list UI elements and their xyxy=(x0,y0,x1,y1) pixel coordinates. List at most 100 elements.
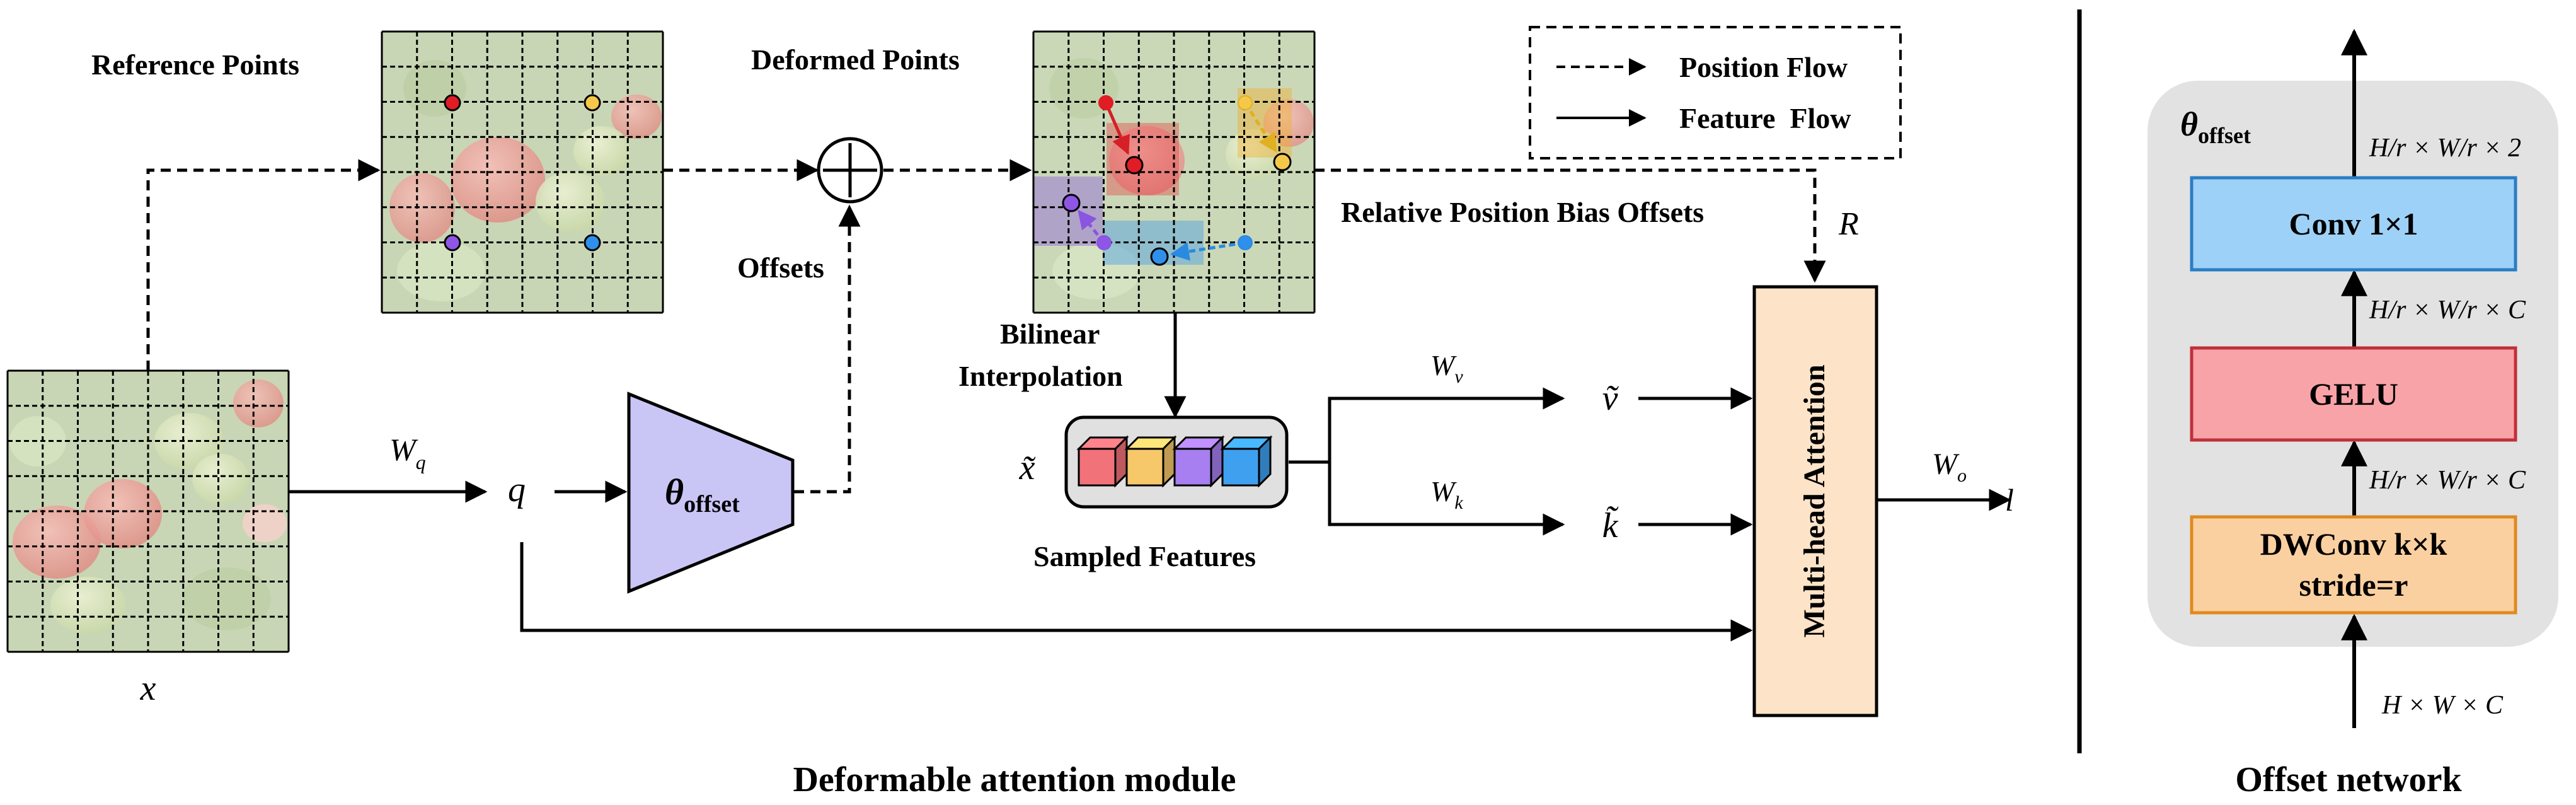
legend-box xyxy=(1529,26,1902,159)
add-operator xyxy=(817,137,883,204)
offset-arrow-red xyxy=(1104,101,1130,155)
gelu-label: GELU xyxy=(2309,376,2398,412)
leaf-shape xyxy=(397,241,485,301)
x-label: x xyxy=(140,669,156,708)
deformed-point-red xyxy=(1125,156,1144,175)
wv-base: W xyxy=(1430,349,1457,381)
fruit-shape xyxy=(192,454,249,504)
deformed-point-yellow xyxy=(1273,153,1292,171)
relative-position-bias-label: Relative Position Bias Offsets xyxy=(1341,196,1704,228)
to-k-arrow xyxy=(1328,462,1565,536)
fruit-shape xyxy=(573,126,630,177)
fruit-shape xyxy=(50,577,126,634)
reference-point-red xyxy=(1098,95,1113,110)
wq-sub: q xyxy=(416,451,426,473)
cube-front xyxy=(1221,448,1260,487)
x-to-reference-arrow xyxy=(146,159,381,371)
wo-label: Wo xyxy=(1932,448,1967,486)
reference-point-blue xyxy=(1238,235,1253,250)
feature-flow-arrows xyxy=(289,313,2011,642)
offset-arrow-blue xyxy=(1170,241,1246,261)
theta-base: θ xyxy=(665,472,684,513)
offset-network-theta-base: θ xyxy=(2180,105,2198,143)
leaf-shape xyxy=(183,567,271,630)
to-v-arrow xyxy=(1289,387,1565,464)
wk-sub: k xyxy=(1454,492,1463,513)
sampled-feature-cubes xyxy=(1076,435,1273,488)
offset-arrow-purple xyxy=(1078,209,1105,244)
r-label: R xyxy=(1838,206,1859,242)
wk-base: W xyxy=(1430,475,1457,507)
offset-network-block xyxy=(627,391,795,594)
cube-front xyxy=(1173,448,1212,487)
legend-feature-flow-label: Feature Flow xyxy=(1679,102,1851,134)
reference-point-yellow xyxy=(584,94,601,112)
input-grid xyxy=(6,369,290,653)
fruit-shape xyxy=(233,379,284,427)
q-label: q xyxy=(508,470,526,509)
offset-network-theta-sub: offset xyxy=(2198,123,2251,148)
fruit-shape xyxy=(611,95,662,139)
wv-sub: v xyxy=(1454,366,1463,387)
offset-network-panel: θoffset Conv 1×1 GELU DWConv k×k stride=… xyxy=(2148,28,2558,728)
reference-points-map xyxy=(381,30,664,314)
wo-sub: o xyxy=(1957,465,1967,486)
deformed-point-blue xyxy=(1150,247,1169,266)
conv1x1-block xyxy=(2190,176,2517,272)
reference-grid xyxy=(381,30,664,314)
leaf-shape xyxy=(9,416,66,466)
theta-sub: offset xyxy=(684,491,740,518)
reference-point-red xyxy=(444,94,461,112)
dims-after-gelu: H/r × W/r × C xyxy=(2369,296,2526,325)
deformable-attention-caption: Deformable attention module xyxy=(793,760,1236,799)
cube-front xyxy=(1078,448,1117,487)
conv1x1-label: Conv 1×1 xyxy=(2289,206,2418,241)
deformed-point-purple xyxy=(1062,194,1081,212)
v-tilde-label: ṽ xyxy=(1602,379,1619,418)
dwconv-label-line1: DWConv k×k xyxy=(2260,526,2447,562)
bilinear-label-line1: Bilinear xyxy=(1000,318,1100,350)
dwconv-label-line2: stride=r xyxy=(2299,567,2408,603)
wo-base: W xyxy=(1932,448,1960,481)
offset-network-caption: Offset network xyxy=(2235,760,2462,799)
offsets-arrow xyxy=(794,204,861,494)
x-tilde-label: x̃ xyxy=(1019,448,1037,487)
position-flow-arrows xyxy=(146,159,1826,494)
dims-after-conv: H/r × W/r × 2 xyxy=(2369,134,2521,163)
cube-front xyxy=(1125,448,1164,487)
reference-point-purple xyxy=(444,234,461,252)
reference-point-yellow xyxy=(1238,95,1253,110)
leaf-shape xyxy=(1052,243,1141,299)
input-feature-map xyxy=(6,369,290,653)
legend-position-flow-label: Position Flow xyxy=(1679,51,1848,83)
deformed-points-map xyxy=(1032,30,1316,314)
sampled-features-label: Sampled Features xyxy=(1033,540,1256,572)
offsets-label: Offsets xyxy=(737,252,824,284)
bilinear-label-line2: Interpolation xyxy=(958,360,1123,392)
dims-after-dwconv: H/r × W/r × C xyxy=(2369,466,2526,495)
theta-offset-label: θoffset xyxy=(665,472,740,518)
input-dims: H × W × C xyxy=(2381,691,2504,720)
gelu-block xyxy=(2190,346,2517,442)
multi-head-attention-block xyxy=(1752,285,1878,717)
wk-label: Wk xyxy=(1430,475,1463,513)
fruit-shape xyxy=(389,173,455,243)
fruit-shape xyxy=(536,171,605,232)
dwconv-block xyxy=(2190,515,2517,615)
multi-head-attention-label: Multi-head Attention xyxy=(1798,364,1831,637)
legend: Position Flow Feature Flow xyxy=(1529,26,1902,159)
k-tilde-label: k̃ xyxy=(1602,506,1619,545)
relative-position-bias-arrow xyxy=(1314,168,1826,283)
wq-label: Wq xyxy=(389,432,426,473)
output-label: l xyxy=(2005,482,2014,518)
offset-network-theta-label: θoffset xyxy=(2180,105,2251,148)
reference-points-label: Reference Points xyxy=(91,49,299,81)
wv-label: Wv xyxy=(1430,349,1463,387)
sampled-region-red xyxy=(1107,123,1179,195)
wq-base: W xyxy=(389,432,418,467)
deformed-points-label: Deformed Points xyxy=(751,43,960,76)
q-to-attention-arrow xyxy=(520,542,1753,642)
reference-point-purple xyxy=(1096,235,1112,250)
fruit-shape xyxy=(84,479,162,548)
